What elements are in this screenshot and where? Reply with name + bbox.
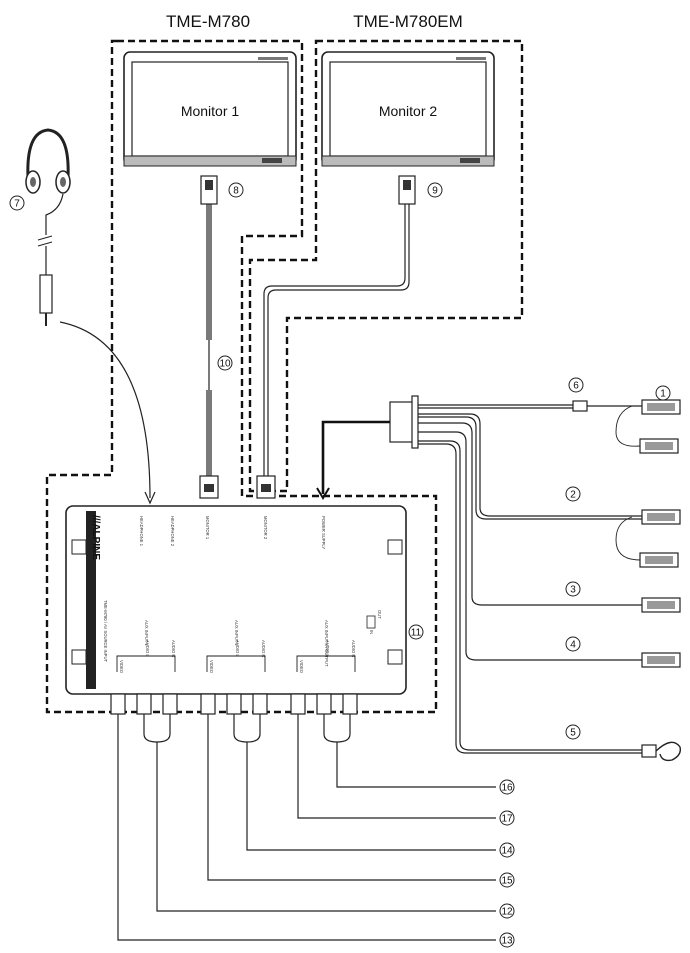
svg-text:3: 3 <box>570 585 576 596</box>
group-label-aux2: AUX INPUT 2 <box>234 620 239 646</box>
callout-3: 3 <box>565 581 581 597</box>
callout-14: 14 <box>499 842 515 858</box>
svg-text:14: 14 <box>501 846 513 857</box>
model-title-right: TME-M780EM <box>353 12 463 31</box>
jack-label-audio-r-2: AUDIO R <box>261 640 266 657</box>
jack-label-audio-l-1: AUDIO L <box>145 640 150 657</box>
monitor-1: Monitor 1 <box>123 51 297 167</box>
jack-label-audio-r-3: AUDIO R <box>351 640 356 657</box>
monitor-2-cable <box>256 175 416 499</box>
headphone-arrow <box>59 321 151 499</box>
group-label-aux3: AUX INPUT 3 / OUTPUT <box>324 620 329 667</box>
callout-7: 7 <box>9 195 25 211</box>
svg-text:7: 7 <box>14 199 20 210</box>
callout-1: 1 <box>655 385 671 401</box>
callout-10: 10 <box>217 355 233 371</box>
power-harness <box>316 395 682 762</box>
monitor-1-label: Monitor 1 <box>181 103 240 119</box>
svg-text:10: 10 <box>219 359 231 370</box>
alpine-logo: ///ALPINE <box>90 515 101 560</box>
dashed-boundary-monitor2 <box>248 39 524 493</box>
monitor-2-label: Monitor 2 <box>379 103 438 119</box>
group-label-aux1: AUX INPUT 1 <box>144 620 149 646</box>
dashed-boundary-monitor1 <box>45 39 438 714</box>
callout-17: 17 <box>499 810 515 826</box>
jack-label-video-3: VIDEO <box>299 660 304 674</box>
callout-16: 16 <box>499 779 515 795</box>
callout-4: 4 <box>565 636 581 652</box>
callout-13: 13 <box>499 932 515 948</box>
svg-text:16: 16 <box>501 783 513 794</box>
callout-9: 9 <box>427 182 443 198</box>
jack-label-audio-l-3: AUDIO L <box>325 640 330 657</box>
jack-label-audio-r-1: AUDIO R <box>171 640 176 657</box>
svg-text:6: 6 <box>573 381 579 392</box>
port-label-monitor2: MONITOR 2 <box>263 516 268 540</box>
callout-6: 6 <box>568 377 584 393</box>
callout-15: 15 <box>499 872 515 888</box>
switch-label-in: IN <box>369 630 374 634</box>
svg-text:1: 1 <box>660 389 666 400</box>
jack-label-audio-l-2: AUDIO L <box>235 640 240 657</box>
rca-leader-lines <box>117 714 496 941</box>
svg-text:15: 15 <box>501 876 513 887</box>
svg-text:13: 13 <box>501 936 513 947</box>
jack-label-video-1: VIDEO <box>119 660 124 674</box>
headphone <box>25 128 71 326</box>
jack-label-video-2: VIDEO <box>209 660 214 674</box>
svg-text:12: 12 <box>501 907 513 918</box>
svg-text:8: 8 <box>233 186 239 197</box>
callout-12: 12 <box>499 903 515 919</box>
svg-text:17: 17 <box>501 814 513 825</box>
callout-2: 2 <box>565 486 581 502</box>
port-label-headphone2: HEADPHONE 2 <box>170 516 175 547</box>
svg-text:9: 9 <box>432 186 438 197</box>
port-label-power-supply: POWER SUPPLY <box>321 516 326 549</box>
callout-8: 8 <box>228 182 244 198</box>
callout-11: 11 <box>408 624 424 640</box>
monitor-2: Monitor 2 <box>321 51 495 167</box>
port-label-headphone1: HEADPHONE 1 <box>139 516 144 547</box>
svg-text:4: 4 <box>570 640 576 651</box>
callout-5: 5 <box>565 724 581 740</box>
svg-text:2: 2 <box>570 490 576 501</box>
port-label-monitor1: MONITOR 1 <box>205 516 210 540</box>
tme-m780-unit: ///ALPINE TME-M780 / AV SOURCE INPUT HEA… <box>65 505 407 715</box>
svg-text:5: 5 <box>570 728 576 739</box>
monitor-1-cable <box>199 175 219 499</box>
unit-model-text: TME-M780 / AV SOURCE INPUT <box>103 600 108 662</box>
svg-text:11: 11 <box>411 628 422 639</box>
model-title-left: TME-M780 <box>166 12 250 31</box>
switch-label-out: OUT <box>377 610 382 619</box>
